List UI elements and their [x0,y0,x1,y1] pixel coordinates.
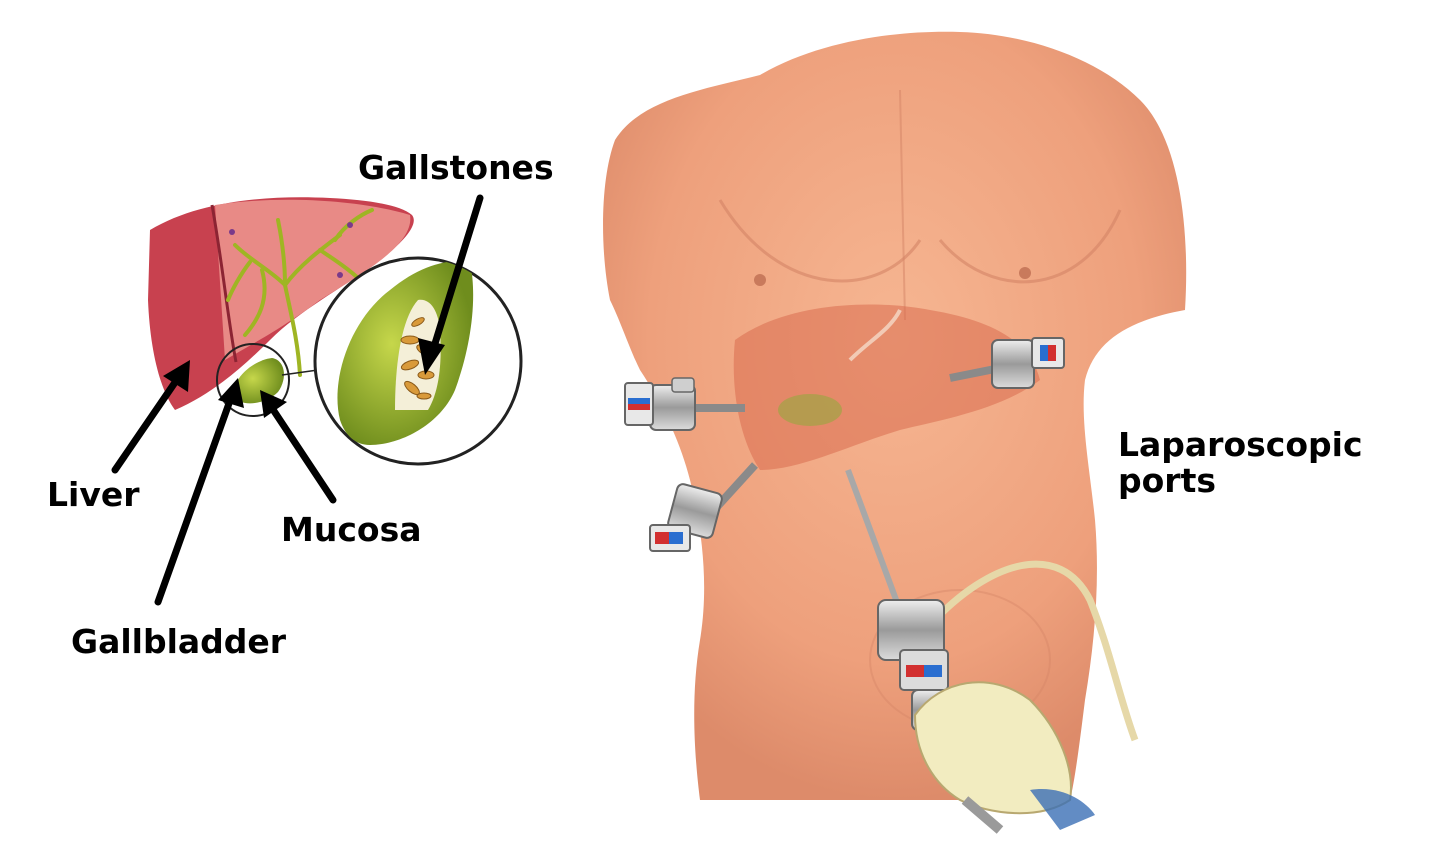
liver [148,197,414,410]
port-lower-left [649,462,758,552]
label-gallstones: Gallstones [358,148,554,187]
arrow-liver [111,374,182,474]
arrow-gallstones [429,194,484,354]
arrow-gallbladder [154,391,236,606]
gallbladder-ring [216,343,290,417]
port-right [949,337,1065,389]
arrows [111,194,484,606]
label-laparoscopic-ports: Laparoscopic ports [1118,425,1418,501]
nipple-left [754,274,766,286]
nipple-right [1019,267,1031,279]
port-left [624,377,745,431]
label-ports-line2: ports [1118,461,1216,501]
gallbladder [216,343,319,417]
magnified-view [313,256,523,466]
arrow-mucosa [266,401,337,504]
label-mucosa: Mucosa [281,510,422,549]
laparoscope [845,468,1139,834]
liver-cutaway [215,199,411,360]
gallstones [400,317,435,400]
bile-ducts [226,208,374,377]
label-ports-line1: Laparoscopic [1118,425,1363,464]
internal-gallbladder [778,394,842,426]
internal-liver [733,304,1040,470]
label-gallbladder: Gallbladder [71,622,287,661]
label-liver: Liver [47,475,140,514]
torso [603,31,1187,800]
